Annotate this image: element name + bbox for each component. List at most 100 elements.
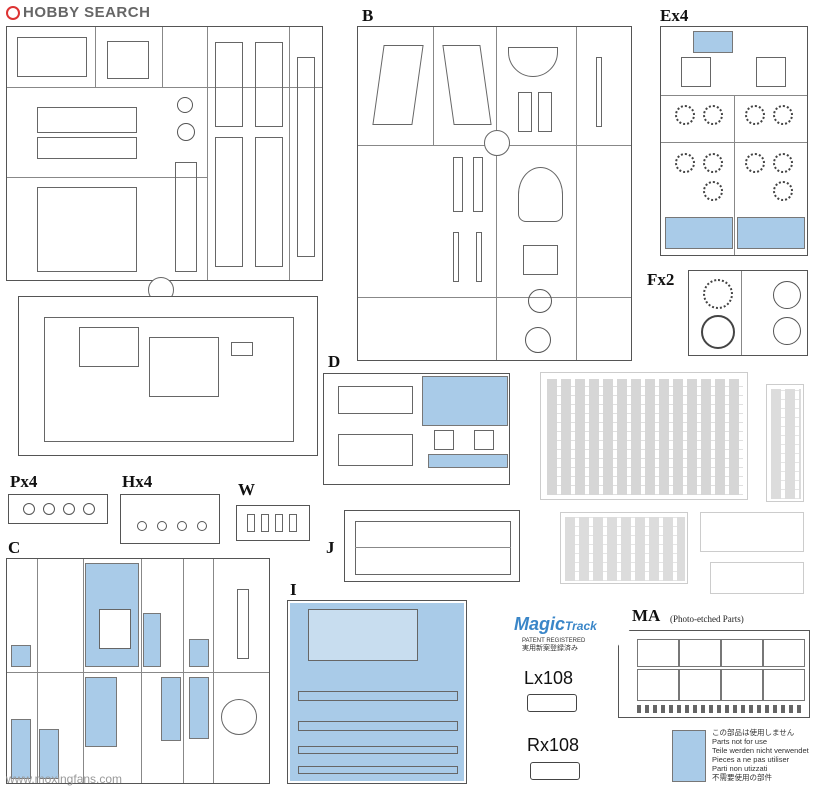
- unused-part-cell: [693, 31, 733, 53]
- photo-etched-sheet: [618, 630, 810, 718]
- runner: [213, 559, 214, 783]
- runner: [496, 27, 497, 360]
- part: [37, 137, 137, 159]
- part: [476, 232, 482, 282]
- part: [508, 47, 558, 77]
- part: [434, 430, 454, 450]
- part: [518, 92, 532, 132]
- road-wheel: [745, 105, 765, 125]
- part: [756, 57, 786, 87]
- road-wheel: [703, 105, 723, 125]
- part: [453, 232, 459, 282]
- runner: [83, 559, 84, 783]
- pe-part: [763, 669, 805, 701]
- part: [298, 721, 458, 731]
- part: [177, 123, 195, 141]
- legend-line: Parts not for use: [712, 737, 768, 746]
- sprue-label-ma: MA: [632, 606, 661, 625]
- patent-text: PATENT REGISTERED: [522, 638, 586, 644]
- track-link-left: [527, 694, 577, 712]
- part-hull-deck: [44, 317, 294, 442]
- road-wheel: [773, 105, 793, 125]
- track-left-label: Lx108: [524, 668, 574, 688]
- runner: [207, 27, 208, 280]
- unused-part-cell: [11, 719, 31, 779]
- unused-part-cell: [11, 645, 31, 667]
- ghost-parts: [565, 517, 685, 581]
- sprue-i: [287, 600, 467, 784]
- runner: [7, 177, 207, 178]
- unused-part-cell: [143, 613, 161, 667]
- magic-track-brand2: Track: [565, 619, 597, 633]
- pe-part: [679, 669, 721, 701]
- part: [175, 162, 197, 272]
- runner: [7, 672, 269, 673]
- road-wheel: [745, 153, 765, 173]
- road-wheel: [703, 181, 723, 201]
- legend-swatch: [672, 730, 706, 782]
- ghost-parts: [771, 389, 801, 499]
- part-grille: [99, 609, 131, 649]
- road-wheel: [773, 153, 793, 173]
- sprue-b: [357, 26, 632, 361]
- sprue-label-d: D: [328, 352, 341, 371]
- unused-part-cell: [665, 217, 733, 249]
- part-grille: [107, 41, 149, 79]
- sprue-label-ex4: Ex4: [660, 6, 689, 25]
- pe-part: [763, 639, 805, 667]
- watermark: www.moxingfans.com: [6, 772, 123, 786]
- part-deck: [37, 187, 137, 272]
- legend-line: Pieces a ne pas utiliser: [712, 755, 790, 764]
- runner: [7, 87, 322, 88]
- part: [255, 137, 283, 267]
- sprue-w: [236, 505, 310, 541]
- part: [197, 521, 207, 531]
- sprocket: [701, 315, 735, 349]
- ghost-sprue: [766, 384, 804, 502]
- runner: [141, 559, 142, 783]
- part: [372, 45, 424, 125]
- brand-text: HOBBY SEARCH: [23, 4, 151, 21]
- sprue-c: [6, 558, 270, 784]
- runner: [358, 297, 631, 298]
- part: [525, 327, 551, 353]
- runner: [289, 27, 290, 280]
- part: [157, 521, 167, 531]
- part: [298, 691, 458, 701]
- pe-part: [721, 669, 763, 701]
- part: [43, 503, 55, 515]
- track-link-right: [530, 762, 580, 780]
- ghost-sprue: [700, 512, 804, 552]
- part: [137, 521, 147, 531]
- ghost-sprue: [560, 512, 688, 584]
- legend-line: Teile werden nicht verwendet: [712, 746, 809, 755]
- runner-hub: [484, 130, 510, 156]
- part: [83, 503, 95, 515]
- road-wheel: [773, 181, 793, 201]
- part: [473, 157, 483, 212]
- pe-part: [637, 669, 679, 701]
- part-turret-roof: [308, 609, 418, 661]
- pe-part: [721, 639, 763, 667]
- sprue-p: [8, 494, 108, 524]
- part: [215, 137, 243, 267]
- idler-wheel: [773, 317, 801, 345]
- part: [247, 514, 255, 532]
- ghost-sprue: [710, 562, 804, 594]
- runner: [95, 27, 96, 87]
- sprue-label-b: B: [362, 6, 374, 25]
- part-hull-side: [355, 521, 511, 575]
- part: [23, 503, 35, 515]
- road-wheel: [675, 105, 695, 125]
- part: [215, 42, 243, 127]
- runner: [183, 559, 184, 783]
- part: [297, 57, 315, 257]
- unused-part-cell: [161, 677, 181, 741]
- part: [275, 514, 283, 532]
- sprue-j: [344, 510, 520, 582]
- magic-track-brand: Magic: [514, 614, 566, 634]
- part: [37, 107, 137, 133]
- sprue-label-j: J: [326, 538, 335, 557]
- part: [17, 37, 87, 77]
- legend-line: 不需要使用の部件: [712, 773, 772, 782]
